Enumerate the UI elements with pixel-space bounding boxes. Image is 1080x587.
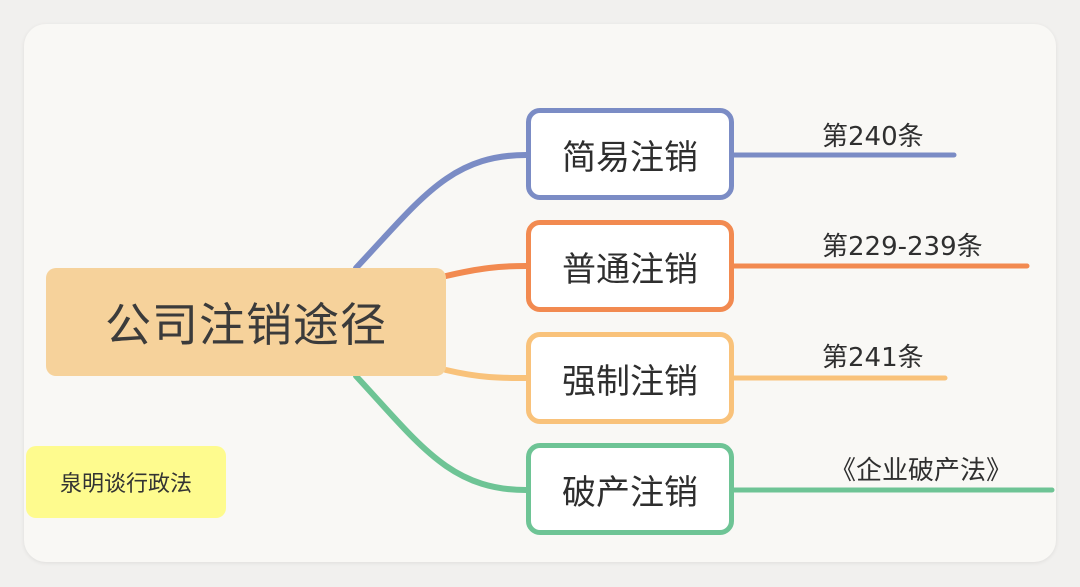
branch-node-label: 简易注销 <box>562 137 698 178</box>
root-node-label: 公司注销途径 <box>105 298 387 352</box>
connector-root-bankruptcy <box>353 373 529 493</box>
root-node[interactable]: 公司注销途径 <box>46 268 446 376</box>
leaf-node-forced[interactable]: 第241条 <box>822 343 924 373</box>
leaf-node-general[interactable]: 第229-239条 <box>822 232 983 262</box>
branch-node-forced[interactable]: 强制注销 <box>526 332 734 424</box>
branch-node-bankruptcy[interactable]: 破产注销 <box>526 443 734 535</box>
branch-node-label: 强制注销 <box>562 361 698 402</box>
leaf-node-bankruptcy[interactable]: 《企业破产法》 <box>830 456 1013 486</box>
watermark-tag: 泉明谈行政法 <box>26 446 226 518</box>
branch-node-simple[interactable]: 简易注销 <box>526 108 734 200</box>
branch-node-label: 普通注销 <box>562 249 698 290</box>
branch-node-label: 破产注销 <box>562 472 698 513</box>
connector-root-general <box>443 263 529 279</box>
connector-root-simple <box>353 152 529 271</box>
leaf-node-simple[interactable]: 第240条 <box>822 122 924 152</box>
watermark-label: 泉明谈行政法 <box>59 472 192 497</box>
connector-root-forced <box>443 367 529 381</box>
branch-node-general[interactable]: 普通注销 <box>526 220 734 312</box>
